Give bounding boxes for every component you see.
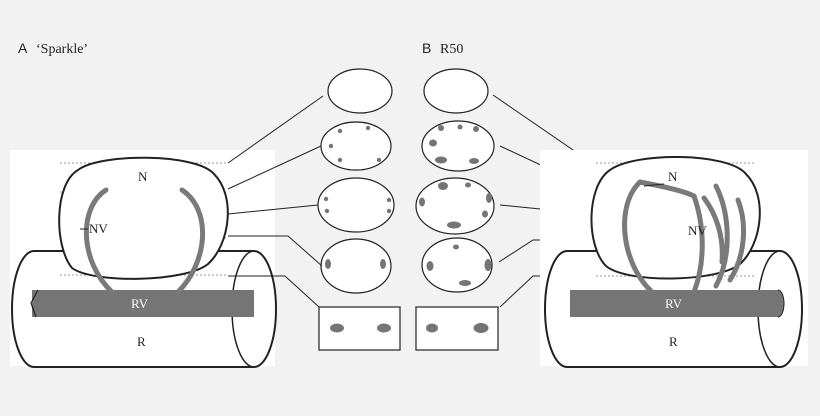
panel-a: A ‘Sparkle’ N NV RV R	[10, 40, 277, 368]
panel-b-section-2-bundles	[429, 124, 479, 164]
panel-a-label-root: R	[137, 334, 146, 349]
panel-a-label-nodule: N	[138, 169, 148, 184]
panel-b-section-3-bundles	[419, 182, 492, 229]
panel-a-connectors	[227, 95, 324, 308]
panel-b: B R50 N NV RV R	[422, 40, 808, 368]
panel-b-section-1	[423, 68, 489, 114]
panel-a-section-5-bundles	[330, 323, 391, 333]
panel-b-label-root: R	[669, 334, 678, 349]
panel-a-section-3-bundles	[323, 196, 392, 214]
panel-b-sections	[415, 68, 593, 351]
panel-a-section-4-bundles	[325, 259, 386, 269]
panel-a-section-4	[320, 238, 392, 294]
panel-a-letter: A	[18, 40, 28, 56]
panel-a-label-nodule-vasculature: NV	[89, 221, 108, 236]
panel-b-label-nodule-vasculature: NV	[688, 223, 707, 238]
panel-a-root-vasculature-end	[30, 289, 39, 318]
panel-a-section-2-bundles	[328, 125, 382, 163]
panel-b-label-nodule: N	[668, 169, 678, 184]
panel-b-nodule-vasculature	[622, 179, 747, 295]
panel-a-root-vasculature	[32, 290, 254, 317]
panel-b-section-4	[421, 237, 493, 293]
panel-a-sections	[227, 68, 401, 351]
panel-a-section-3	[317, 177, 395, 233]
panel-a-nodule-vasculature	[84, 187, 205, 295]
panel-b-root-vasculature-end	[777, 289, 785, 318]
panel-b-title: R50	[440, 42, 463, 57]
panel-b-root-vasculature	[570, 290, 778, 317]
panel-a-section-1	[327, 68, 393, 114]
panel-b-n-pointer	[643, 183, 665, 187]
panel-b-section-5-bundles	[426, 323, 489, 333]
panel-a-nodule	[58, 156, 229, 280]
panel-b-letter: B	[422, 40, 431, 56]
panel-b-section-4-bundles	[426, 244, 492, 286]
panel-b-section-3	[415, 177, 495, 235]
panel-a-title: ‘Sparkle’	[36, 42, 88, 57]
panel-a-label-root-vasculature: RV	[131, 296, 149, 311]
panel-b-label-root-vasculature: RV	[665, 296, 683, 311]
